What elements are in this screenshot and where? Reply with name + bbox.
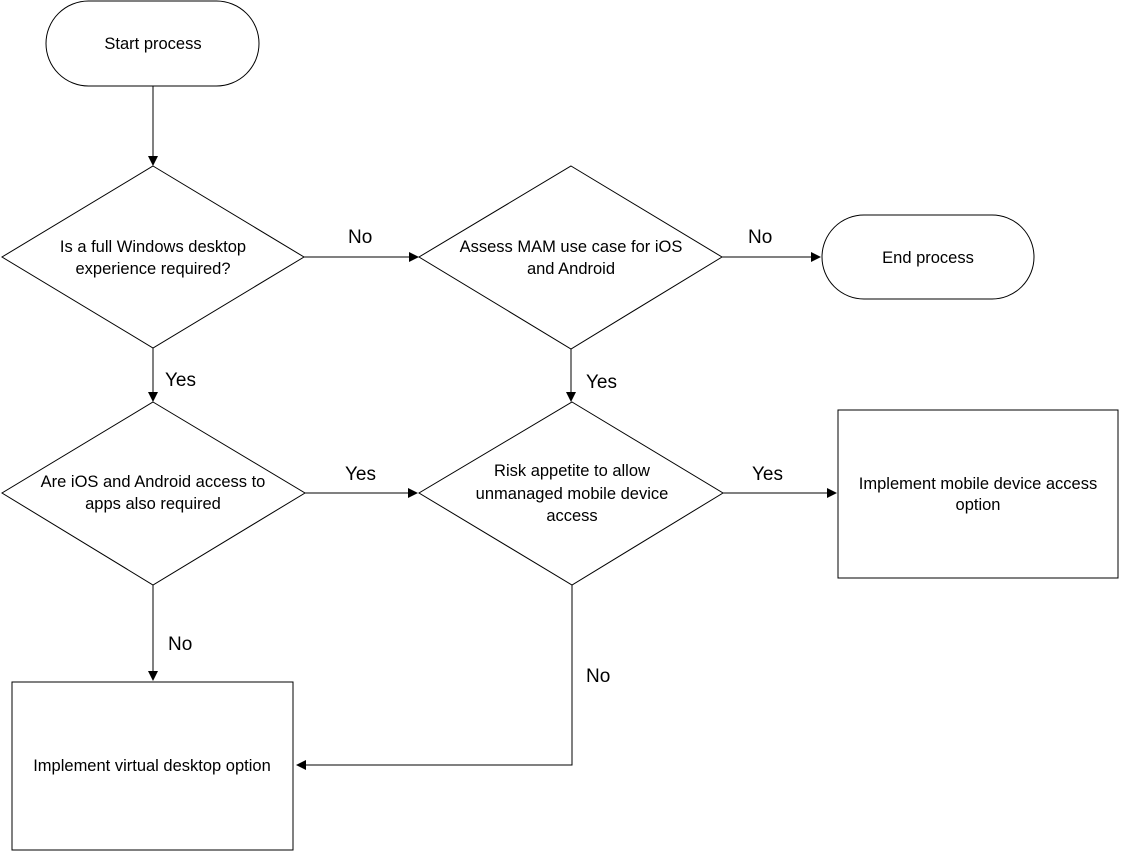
process-virtual-desktop-label: Implement virtual desktop option xyxy=(33,757,271,775)
decision-assess-mam-line2: and Android xyxy=(527,260,615,278)
decision-ios-android-line1: Are iOS and Android access to xyxy=(41,473,266,491)
end-terminator: End process xyxy=(821,214,1035,300)
process-virtual-desktop: Implement virtual desktop option xyxy=(11,681,294,851)
decision-windows-desktop-line2: experience required? xyxy=(75,260,230,278)
process-mobile-device-access: Implement mobile device access option xyxy=(837,409,1119,579)
decision-risk-appetite: Risk appetite to allow unmanaged mobile … xyxy=(418,401,724,586)
edge-label-ios-no: No xyxy=(168,634,192,655)
start-terminator: Start process xyxy=(45,0,260,87)
decision-ios-android-line2: apps also required xyxy=(85,495,221,513)
arrow-risk-to-virtual xyxy=(296,585,573,770)
edge-labels: No No Yes Yes Yes Yes No No xyxy=(165,227,783,687)
edge-label-windows-no: No xyxy=(348,227,372,248)
edge-label-mam-yes: Yes xyxy=(586,372,617,393)
decision-windows-desktop-line1: Is a full Windows desktop xyxy=(60,238,246,256)
end-label: End process xyxy=(882,249,974,267)
decision-risk-appetite-line2: unmanaged mobile device xyxy=(476,485,669,503)
edge-label-windows-yes: Yes xyxy=(165,370,196,391)
edge-label-mam-no: No xyxy=(748,227,772,248)
edge-label-risk-no: No xyxy=(586,666,610,687)
process-mobile-device-access-line2: option xyxy=(956,496,1001,514)
decision-assess-mam: Assess MAM use case for iOS and Android xyxy=(418,165,723,350)
edge-label-ios-yes: Yes xyxy=(345,464,376,485)
edge-label-risk-yes: Yes xyxy=(752,464,783,485)
start-label: Start process xyxy=(104,35,201,53)
decision-ios-android: Are iOS and Android access to apps also … xyxy=(1,401,306,586)
decision-windows-desktop: Is a full Windows desktop experience req… xyxy=(1,165,305,349)
decision-risk-appetite-line3: access xyxy=(546,507,597,525)
decision-risk-appetite-line1: Risk appetite to allow xyxy=(494,462,650,480)
connectors xyxy=(148,86,837,770)
decision-assess-mam-line1: Assess MAM use case for iOS xyxy=(460,238,683,256)
process-mobile-device-access-line1: Implement mobile device access xyxy=(859,475,1097,493)
